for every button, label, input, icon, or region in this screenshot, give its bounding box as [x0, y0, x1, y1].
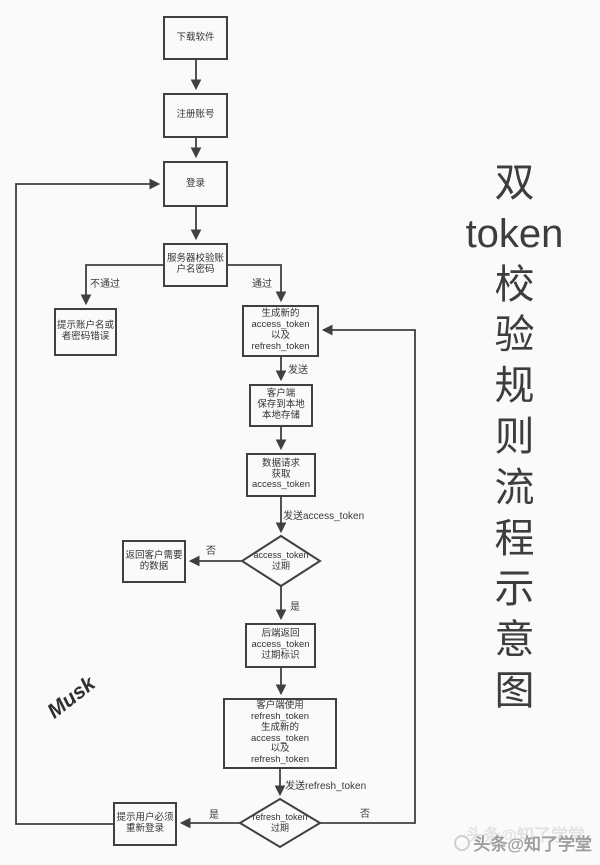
title-char: 双 — [494, 161, 535, 205]
node-credential-error-hint: 提示账户名或 者密码错误 — [54, 308, 117, 356]
node-return-client-data: 返回客户需要 的数据 — [122, 540, 186, 583]
title-char: token — [465, 211, 564, 256]
diagram-title-vertical: 双 token 校 验 规 则 流 程 示 意 图 — [442, 163, 587, 711]
edge-relogin-back-to-login — [15, 178, 161, 825]
node-download-software: 下载软件 — [163, 16, 228, 60]
node-client-use-refresh-token: 客户端使用 refresh_token 生成新的 access_token 以及… — [223, 698, 337, 769]
node-login: 登录 — [163, 161, 228, 207]
title-char: 验 — [494, 313, 535, 358]
title-char: 示 — [494, 567, 535, 612]
title-char: 程 — [494, 516, 535, 561]
edge-label-send: 发送 — [288, 365, 308, 376]
node-register-account: 注册账号 — [163, 93, 228, 138]
edge-label-yes-refresh-expired: 是 — [209, 810, 219, 821]
edge-label-send-access-token: 发送access_token — [283, 511, 365, 522]
edge-label-no-refresh-expired: 否 — [360, 809, 370, 820]
decision-refresh-token-expired-label: refresh_token 过期 — [252, 812, 308, 833]
edge-label-send-refresh-token: 发送refresh_token — [285, 781, 367, 792]
edge-label-not-pass: 不通过 — [90, 279, 120, 290]
node-relogin-hint: 提示用户必须 重新登录 — [113, 802, 177, 846]
source-watermark-text: 头条@知了学堂 — [473, 835, 592, 854]
node-client-save-local: 客户端 保存到本地 本地存储 — [249, 384, 313, 427]
node-backend-expired-flag: 后端返回 access_token 过期标识 — [245, 623, 316, 668]
node-data-request: 数据请求 获取 access_token — [246, 453, 316, 497]
title-char: 意 — [494, 618, 535, 663]
title-char: 则 — [494, 414, 535, 459]
node-generate-tokens: 生成新的 access_token 以及 refresh_token — [242, 305, 319, 357]
decision-access-token-expired-label: access_token 过期 — [253, 550, 309, 571]
title-char: 校 — [494, 262, 535, 307]
title-char: 图 — [494, 668, 535, 713]
node-server-verify: 服务器校验账 户名密码 — [163, 243, 228, 287]
signature-watermark: Musk — [43, 672, 100, 724]
edge-label-no-access-expired: 否 — [206, 546, 216, 557]
title-char: 流 — [494, 465, 535, 510]
title-char: 规 — [494, 364, 535, 409]
watermark-avatar-icon — [454, 834, 471, 851]
source-watermark: 头条@知了学堂 — [454, 830, 592, 855]
edge-label-pass: 通过 — [252, 279, 272, 290]
edge-label-yes-access-expired: 是 — [290, 602, 300, 613]
